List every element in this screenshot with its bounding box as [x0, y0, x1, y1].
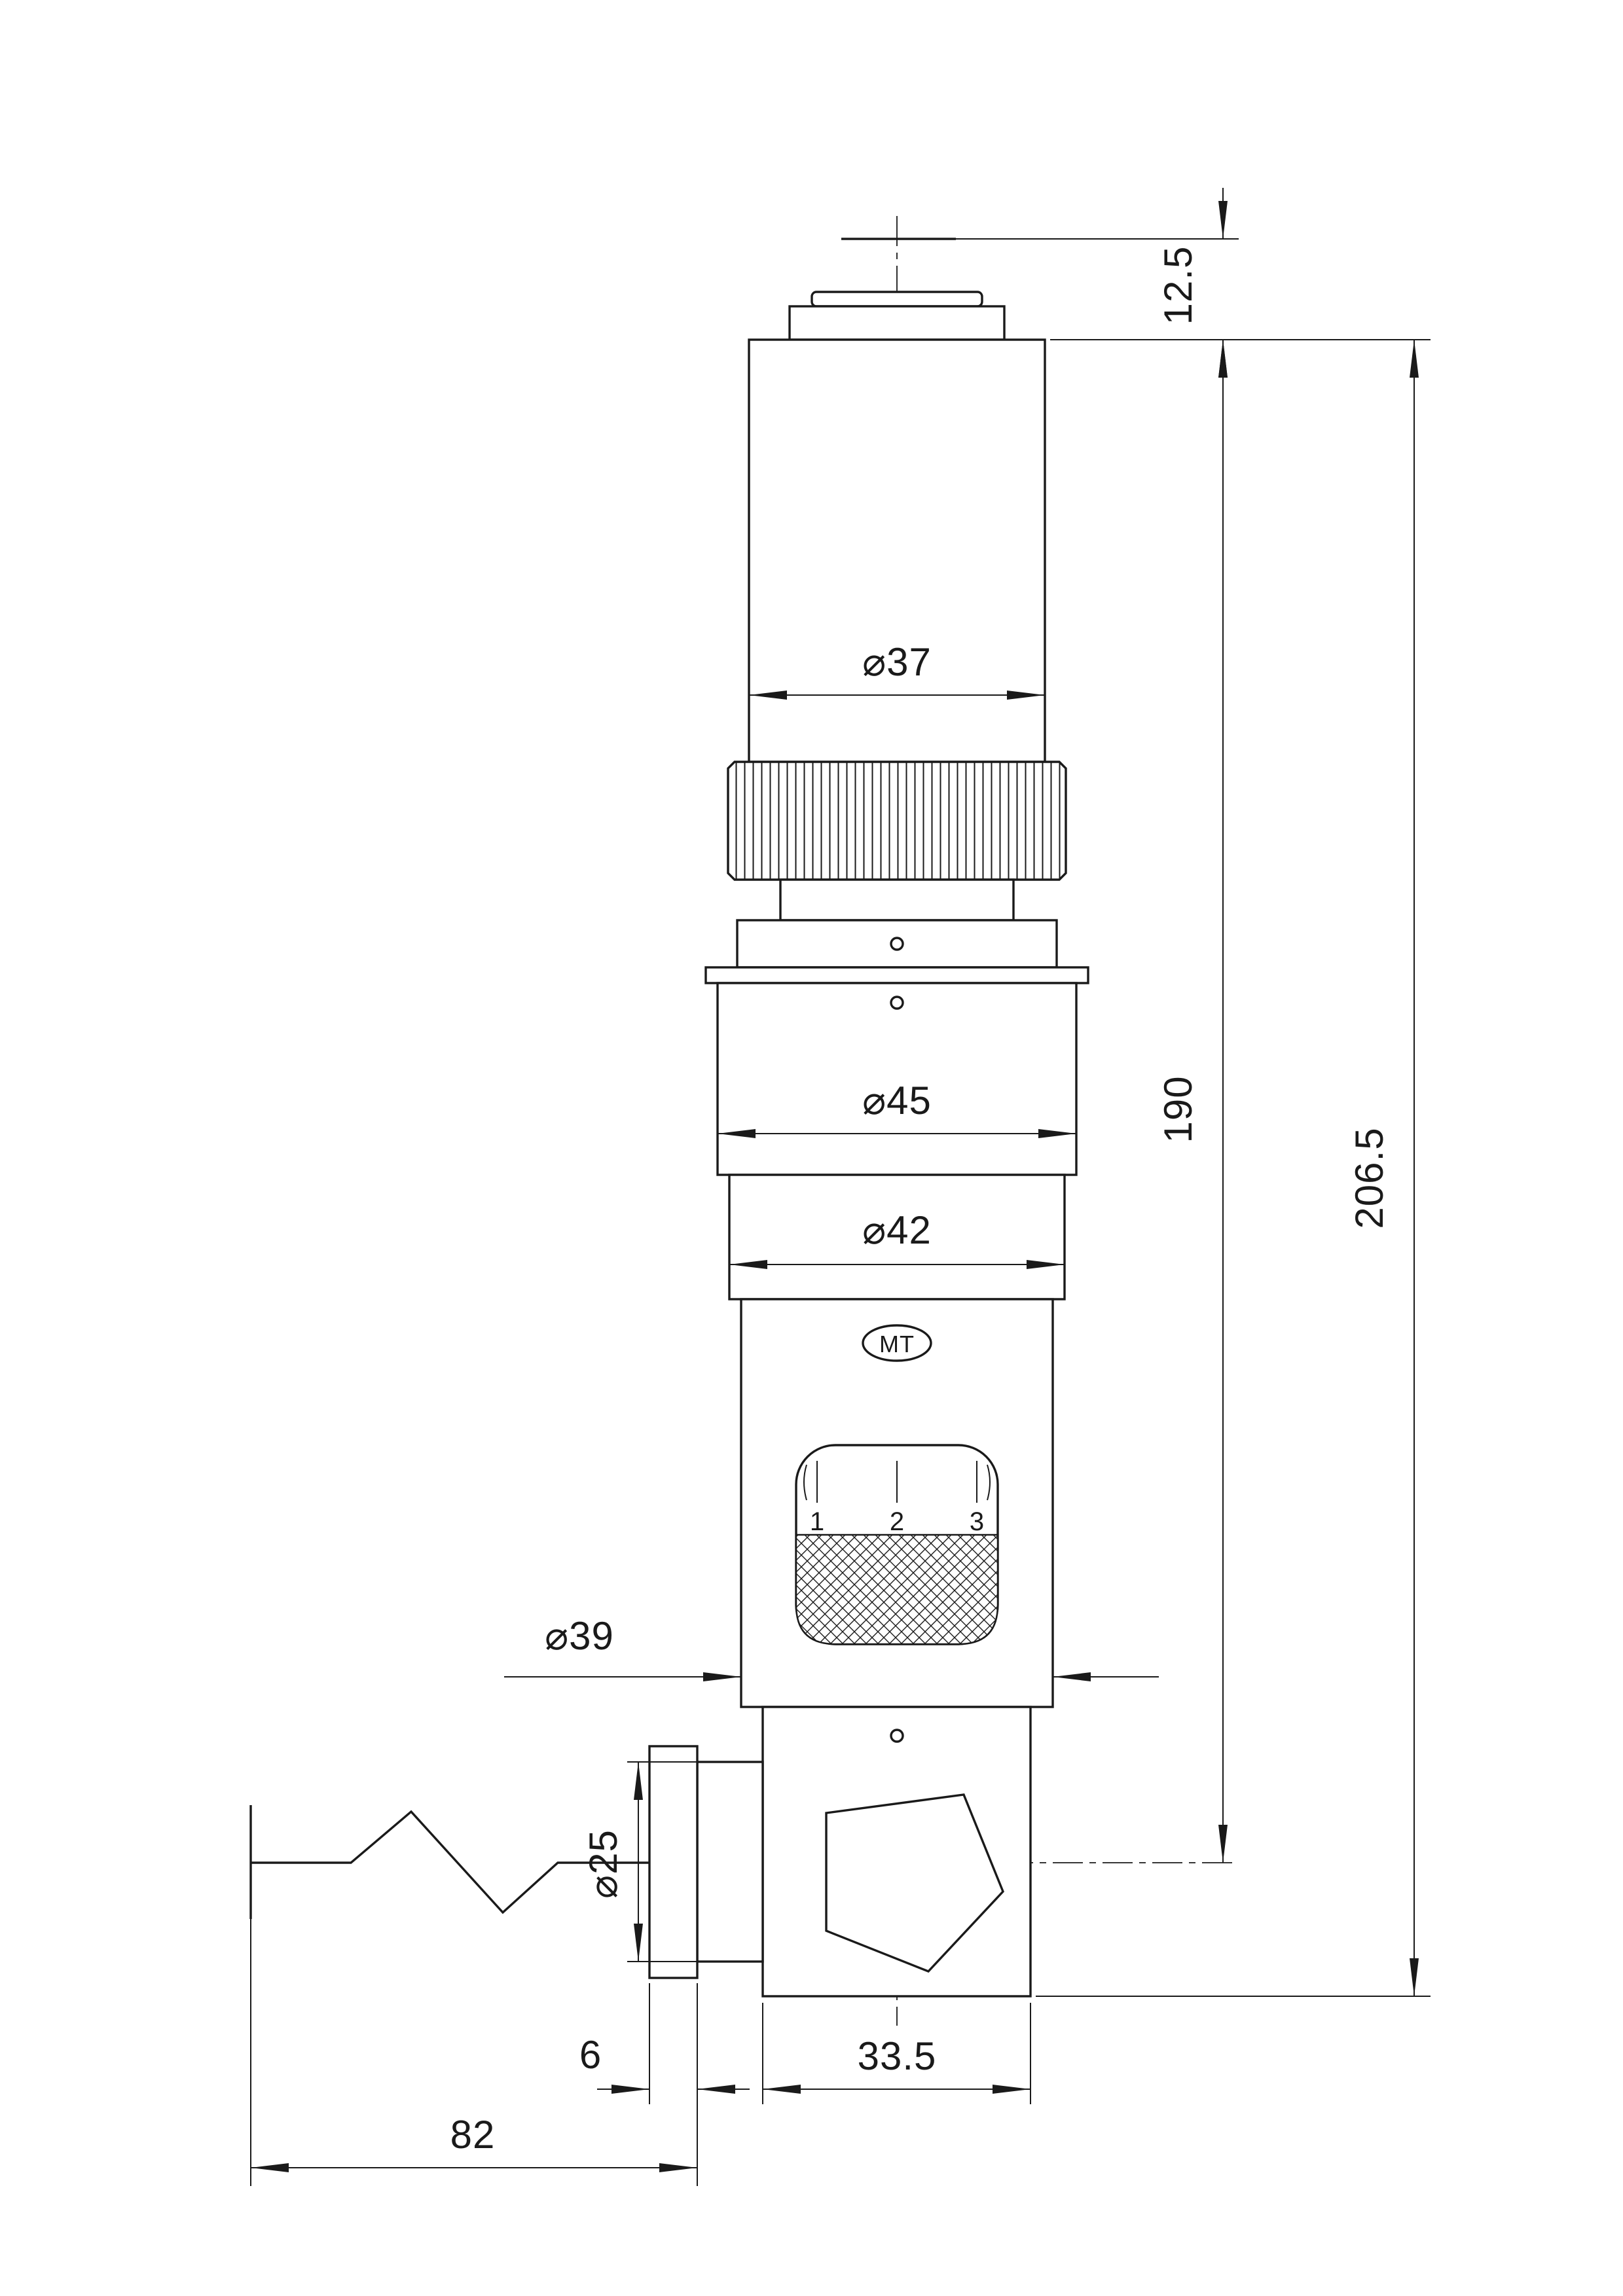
- arm-break-line: [251, 1810, 649, 1914]
- prism-block: [761, 1706, 1032, 1998]
- dial-number-1: 1: [810, 1507, 824, 1536]
- dim-label-body-height: 190: [1156, 1075, 1200, 1143]
- step-ring: [779, 878, 1015, 922]
- collar-ring: [736, 919, 1058, 969]
- knurled-focus-ring: [727, 761, 1067, 881]
- broken-arm: [249, 1805, 649, 1919]
- dial-number-3: 3: [970, 1507, 984, 1536]
- middle-sections: [704, 878, 1089, 1300]
- dim-label-block-width: 33.5: [858, 2034, 937, 2078]
- mid-body-d42: [728, 1174, 1066, 1300]
- side-port: [648, 1745, 764, 1979]
- dim-tube-diameter: ⌀37: [749, 640, 1045, 700]
- dim-label-flange-width: 6: [579, 2033, 602, 2077]
- dial-number-2: 2: [890, 1507, 904, 1536]
- lower-body: MT 1 2 3: [740, 1298, 1054, 1708]
- dim-label-body-diameter: ⌀39: [545, 1614, 614, 1658]
- screw-dot-upper-body: [890, 996, 904, 1010]
- dim-label-arm-length: 82: [450, 2113, 496, 2157]
- dim-label-mid-diameter: ⌀42: [862, 1208, 932, 1252]
- block-housing: [761, 1706, 1032, 1998]
- logo-text: MT: [879, 1331, 915, 1357]
- eyecup-cap: [788, 305, 1006, 341]
- dial-knurl-hatch: [795, 1534, 999, 1645]
- knurl-ring-outline: [727, 761, 1067, 881]
- dim-label-upper-diameter: ⌀45: [862, 1079, 932, 1122]
- logo-ellipse: [862, 1324, 932, 1362]
- dim-upper-diameter: ⌀45: [718, 1079, 1076, 1138]
- port-flange: [648, 1745, 699, 1979]
- dial-edge-curve-left: [803, 1464, 807, 1501]
- eyecup-lip: [811, 291, 983, 308]
- dim-label-tube-diameter: ⌀37: [862, 640, 932, 684]
- dim-port-diameter: ⌀25: [581, 1761, 701, 1962]
- dim-body-height: 190: [1050, 339, 1431, 1863]
- dim-label-port-diameter: ⌀25: [581, 1829, 625, 1899]
- dim-body-diameter: ⌀39: [504, 1614, 1159, 1681]
- mounting-flange: [704, 966, 1089, 984]
- magnification-dial: 1 2 3: [795, 1444, 999, 1645]
- dim-block-width: 33.5: [762, 2003, 1031, 2104]
- upper-body-d45: [716, 982, 1078, 1176]
- dial-edge-curve-right: [987, 1464, 991, 1501]
- dim-arm-length: 82: [250, 1919, 697, 2186]
- dim-total-height: 206.5: [1036, 340, 1431, 1997]
- port-neck-d25: [696, 1761, 764, 1963]
- upper-tube-d37: [748, 338, 1046, 763]
- dim-label-total-height: 206.5: [1347, 1127, 1391, 1229]
- dim-label-eye-offset: 12.5: [1156, 246, 1200, 325]
- prism-outline: [825, 1793, 1004, 1973]
- screw-dot-block: [890, 1729, 904, 1743]
- screw-dot-collar: [890, 937, 904, 951]
- dim-mid-diameter: ⌀42: [729, 1208, 1065, 1269]
- brand-logo: MT: [862, 1324, 932, 1362]
- dim-flange-width: 6: [579, 1983, 750, 2186]
